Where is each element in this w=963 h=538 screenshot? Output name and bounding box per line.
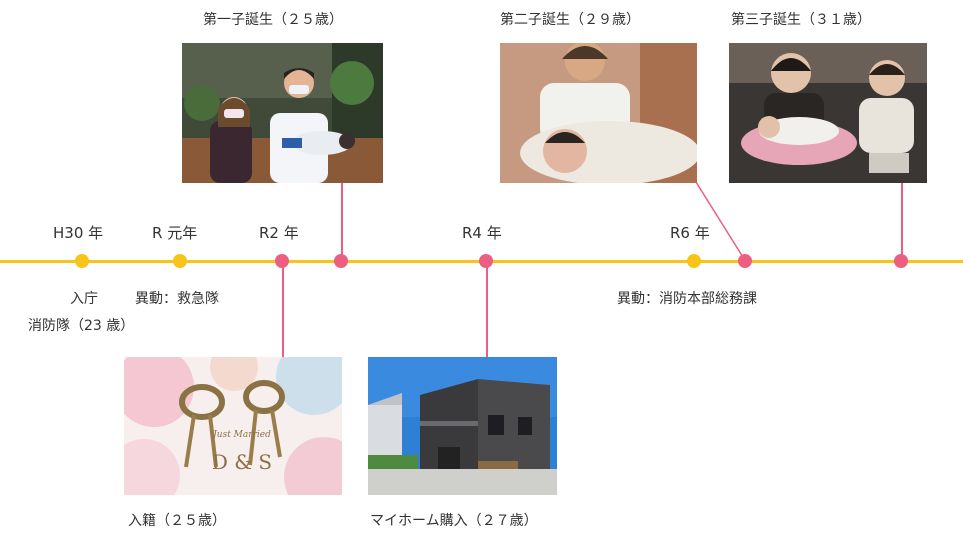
year-label-r2: R2 年: [259, 224, 299, 242]
caption-third-child: 第三子誕生（３１歳）: [731, 12, 871, 28]
photo-third-child: [729, 43, 927, 183]
caption-home: マイホーム購入（２７歳）: [370, 513, 538, 529]
timeline-dot-r1: [173, 254, 187, 268]
photo-second-child: [500, 43, 697, 183]
wedding-card-initials: D & S: [212, 450, 272, 474]
year-label-r6: R6 年: [670, 224, 710, 242]
timeline-dot-h30: [75, 254, 89, 268]
timeline-dot-second-child: [738, 254, 752, 268]
timeline-dot-first-child: [334, 254, 348, 268]
timeline-dot-r6: [687, 254, 701, 268]
timeline-dot-r2: [275, 254, 289, 268]
timeline-dot-r4: [479, 254, 493, 268]
event-join-line1: 入庁: [70, 291, 98, 307]
caption-marriage: 入籍（２５歳）: [128, 513, 226, 529]
year-label-r1: R 元年: [152, 224, 198, 242]
connector-third-child: [901, 183, 903, 261]
event-transfer-hq: 異動：消防本部総務課: [617, 291, 757, 307]
year-label-r4: R4 年: [462, 224, 502, 242]
caption-second-child: 第二子誕生（２９歳）: [500, 12, 640, 28]
photo-first-child: [182, 43, 383, 183]
connector-first-child: [341, 183, 343, 261]
wedding-card-script: Just Married: [211, 430, 271, 440]
connector-marriage: [282, 261, 284, 357]
caption-first-child: 第一子誕生（２５歳）: [203, 12, 343, 28]
photo-marriage: Just Married D & S: [124, 357, 342, 495]
connector-second-child: [695, 181, 747, 263]
event-transfer-ambulance: 異動：救急隊: [135, 291, 219, 307]
photo-home: [368, 357, 557, 495]
connector-home: [486, 261, 488, 357]
year-label-h30: H30 年: [53, 224, 104, 242]
timeline-dot-third-child: [894, 254, 908, 268]
event-join-line2: 消防隊（23 歳）: [28, 318, 135, 334]
